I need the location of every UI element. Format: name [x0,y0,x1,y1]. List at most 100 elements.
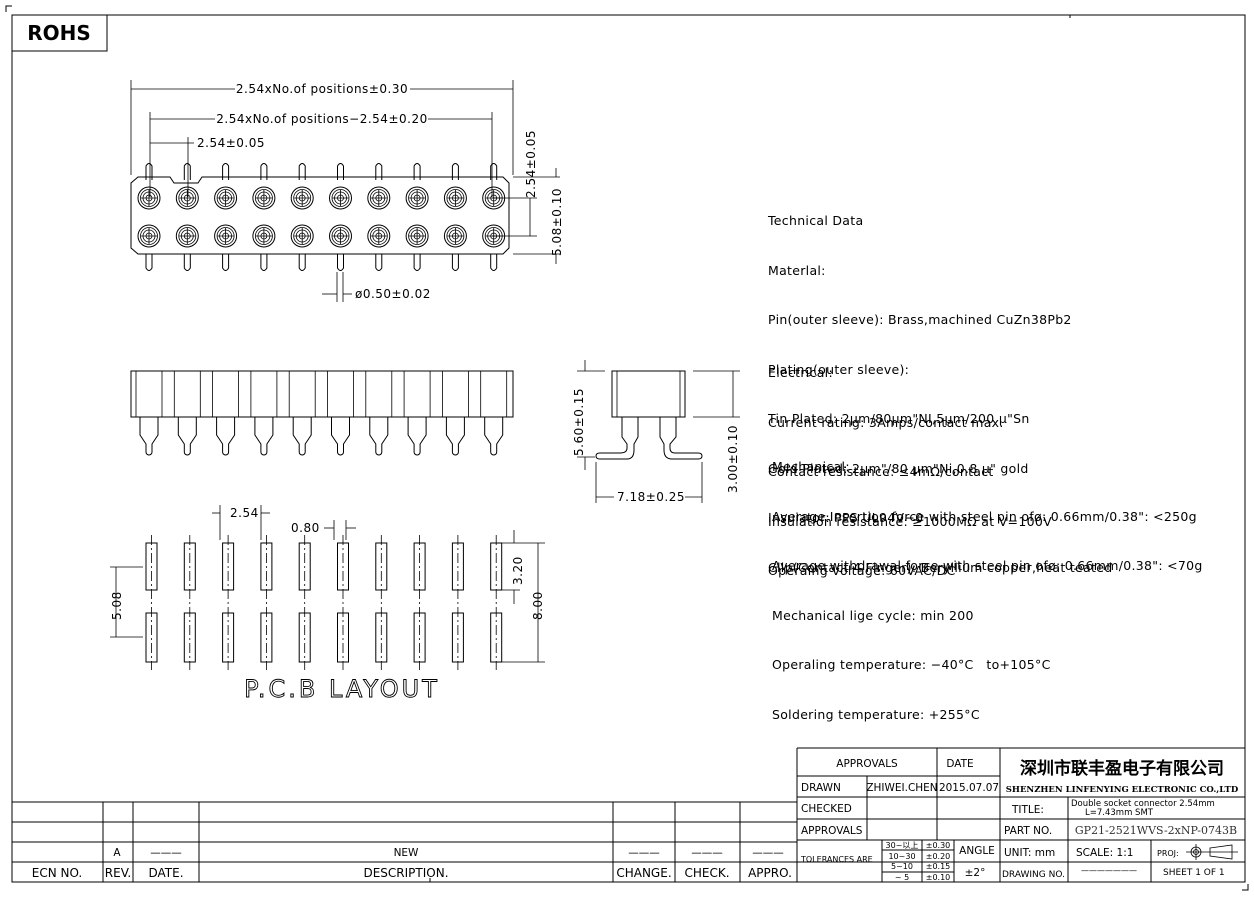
socket-cross [179,190,196,206]
dim-overall-height: 5.60±0.15 [572,388,586,456]
socket-cross [409,190,426,206]
appro-value: ——— [752,847,784,859]
socket-ring [178,189,197,207]
socket-cross [217,190,234,206]
socket-cross [409,228,426,244]
socket-cross [141,190,157,206]
tech-line: Pin(outer sleeve): Brass,machined CuZn38… [768,312,1072,327]
dim-body-width: 5.08±0.10 [550,188,564,256]
body-segment [173,371,201,417]
socket-ring [140,189,158,207]
pin-profile [177,417,197,456]
pin-stub-top [145,163,153,180]
dim-body-height: 3.00±0.10 [726,425,740,493]
tol-value: ±0.15 [926,862,951,871]
pin-stub-bottom [337,254,344,271]
pin-stub-bottom [413,254,421,271]
tech-line: Insuiator: PPS UL94V−0 [768,510,924,525]
tolerances-label: TOLERANCES ARE [800,855,873,864]
socket-contact [367,186,391,210]
socket-contact [137,224,161,248]
pin-stub-bottom [145,254,153,271]
rev-value: A [113,847,121,859]
date-value: ——— [150,847,182,859]
socket-contact [329,186,352,210]
pcb-dim-pitch: 2.54 [230,506,259,520]
header-date: DATE. [148,866,183,880]
tol-value: ±0.20 [926,852,951,861]
body-segment [442,371,469,417]
drawn-by: ZHIWEI.CHEN [866,782,937,794]
socket-cross [294,190,311,206]
socket-ring [369,227,388,245]
tech-line: Mechanical: [772,459,850,474]
socket-ring [331,189,350,207]
socket-cross [294,228,311,244]
pcb-dim-pad-width: 0.80 [291,521,320,535]
pin-stub-top [337,163,344,180]
sheet-number: SHEET 1 OF 1 [1163,868,1225,878]
socket-ring [446,189,465,207]
approvals-label: APPROVALS [801,825,863,837]
body-segment [480,371,508,417]
top-view: 2.54xNo.of positions±0.30 2.54xNo.of pos… [130,80,564,302]
socket-ring [254,189,273,207]
title-block: APPROVALS DATE DRAWN ZHIWEI.CHEN 2015.07… [796,747,1245,882]
change-value: ——— [628,847,660,859]
dim-lead-span: 7.18±0.25 [617,490,685,504]
socket-ring [331,227,350,245]
tech-line: Tin Plated: 2μm/80μm"NI,5μm/200 μ"Sn [768,411,1030,426]
tech-line: Operaing voltage: 60VAC/DC [768,563,956,578]
socket-cross [332,228,349,244]
pin-stub-bottom [222,254,230,271]
pin-stub-bottom [451,254,459,271]
dim-row-pitch: 2.54±0.05 [524,130,538,198]
header-change: CHANGE. [616,866,671,880]
header-ecn: ECN NO. [32,866,83,880]
header-rev: REV. [105,866,131,880]
socket-ring [216,189,235,207]
pin-stub-top [298,163,306,180]
socket-cross [217,228,234,244]
pin-stub-top [413,163,421,180]
pcb-dim-row-pitch: 5.08 [110,591,124,620]
tech-line: Plating(outer sleeve): [768,361,910,377]
pin-stub-top [183,163,191,180]
socket-ring [178,227,197,245]
body-segment [288,371,316,417]
pin-stub-top [375,163,383,180]
body-segment [135,371,163,417]
drawing-no-label: DRAWING NO. [1002,870,1065,880]
technical-data-mechanical: Mechanical: Average Insertion force with… [772,426,1203,740]
unit: UNIT: mm [1004,847,1055,859]
body-segment [403,371,431,417]
drawn-label: DRAWN [801,782,841,794]
tech-line: Technical Data [768,213,864,228]
sheet-frame [5,5,1249,891]
angle-label: ANGLE [959,845,995,857]
tech-line: Contact resistance: ≤4mΩ/contact [768,464,994,479]
socket-ring [140,227,158,245]
description-value: NEW [394,847,419,859]
company-name-cn: 深圳市联丰盈电子有限公司 [1020,758,1224,779]
tech-line: Average withdrawal force with steel pin … [772,558,1203,573]
tech-line: Materlal: [768,262,826,278]
socket-ring [216,227,235,245]
pin-profile [407,417,427,456]
body-segment [365,371,393,417]
pcb-layout-title: P.C.B LAYOUT [244,675,440,703]
revision-table: A ——— NEW ——— ——— ——— ECN NO. REV. DATE.… [12,801,797,882]
socket-contact [252,186,276,210]
tol-range: 30~以上 [886,841,919,850]
pin-stub-bottom [490,254,498,271]
tech-line: Insuiation resistance: ≥1000MΩ at V=100V [768,513,1052,529]
pin-stub-top [260,163,268,180]
socket-contact [214,186,238,210]
socket-cross [370,190,387,206]
pin-profile [139,417,159,456]
socket-contact [367,224,391,248]
socket-contact [175,224,199,248]
scale: SCALE: 1:1 [1076,847,1133,859]
side-view: 5.60±0.15 3.00±0.10 7.18±0.25 [572,360,740,504]
